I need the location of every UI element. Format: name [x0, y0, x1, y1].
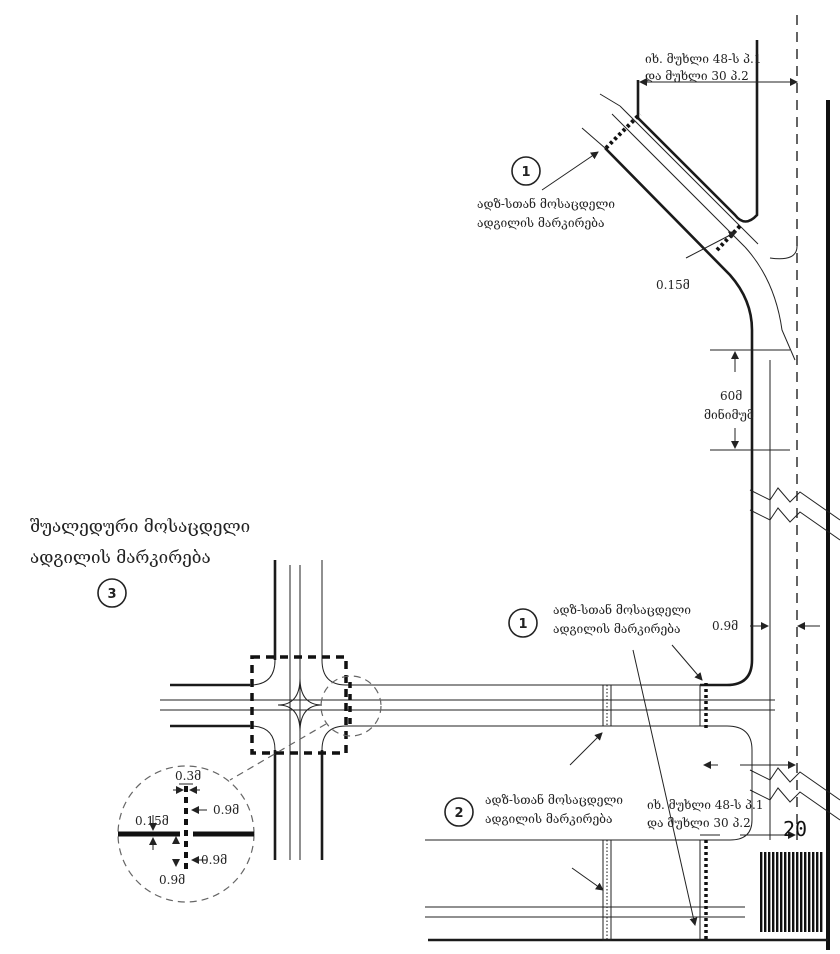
dim-60: 60მ [720, 389, 742, 403]
ref-bottom-line1: იხ. მუხლი 48-ს პ.1 [647, 798, 763, 812]
detail-09-c: 0.9მ [159, 873, 185, 887]
threshold-bars [760, 852, 823, 932]
badge-3-text: 3 [107, 587, 116, 602]
bottom-taxiway [425, 839, 828, 942]
callout3-line1: შუალედური მოსაცდელი [30, 517, 250, 537]
threshold-bar [820, 852, 823, 932]
detail-015: 0.15მ [135, 814, 169, 828]
ref-top-line2: და მუხლი 30 პ.2 [645, 69, 749, 83]
detail-03: 0.3მ [175, 769, 201, 783]
badge-3 [97, 578, 127, 608]
threshold-bar [812, 852, 815, 932]
threshold-bar [788, 852, 791, 932]
callout1-mid-line2: ადგილის მარკირება [553, 622, 681, 636]
dim-09-right: 0.9მ [712, 619, 738, 633]
threshold-bar [764, 852, 767, 932]
badge-1-mid [508, 608, 538, 638]
ref-top-line1: იხ. მუხლი 48-ს პ.1 [645, 52, 761, 66]
threshold-bar [776, 852, 779, 932]
badge-1-top-text: 1 [521, 165, 530, 180]
callout1-mid-line1: ადზ-სთან მოსაცდელი [553, 602, 691, 617]
break-marks [749, 487, 840, 821]
detail-09-a: 0.9მ [213, 803, 239, 817]
dim-015-top: 0.15მ [656, 278, 690, 292]
dim-min: მინიმუმ [704, 407, 754, 422]
threshold-bar [780, 852, 783, 932]
detail-source-circle [320, 675, 382, 737]
left-intersection [249, 560, 352, 860]
threshold-bar [768, 852, 771, 932]
callout1-top-line2: ადგილის მარკირება [477, 216, 605, 230]
top-diagonal-taxiway [581, 40, 798, 687]
ref-bottom-line2: და მუხლი 30 პ.2 [647, 816, 751, 830]
threshold-bar [816, 852, 819, 932]
callout1-top-line1: ადზ-სთან მოსაცდელი [477, 196, 615, 211]
threshold-bar [804, 852, 807, 932]
threshold-bar [760, 852, 763, 932]
detail-09-b: 0.9მ [201, 853, 227, 867]
speed-sign: 20 [783, 817, 807, 841]
right-runway-lines [769, 15, 830, 950]
badge-1-top [511, 156, 541, 186]
dimension-lines [541, 78, 820, 926]
threshold-bar [796, 852, 799, 932]
threshold-bar [784, 852, 787, 932]
callout2-line1: ადზ-სთან მოსაცდელი [485, 792, 623, 807]
threshold-bar [792, 852, 795, 932]
callout3-line2: ადგილის მარკირება [30, 548, 211, 568]
badge-2 [444, 797, 474, 827]
threshold-bar [808, 852, 811, 932]
badge-2-text: 2 [454, 806, 463, 821]
badge-1-mid-text: 1 [518, 617, 527, 632]
detail-circle [117, 765, 255, 903]
threshold-bar [772, 852, 775, 932]
threshold-bar [800, 852, 803, 932]
callout2-line2: ადგილის მარკირება [485, 812, 613, 826]
